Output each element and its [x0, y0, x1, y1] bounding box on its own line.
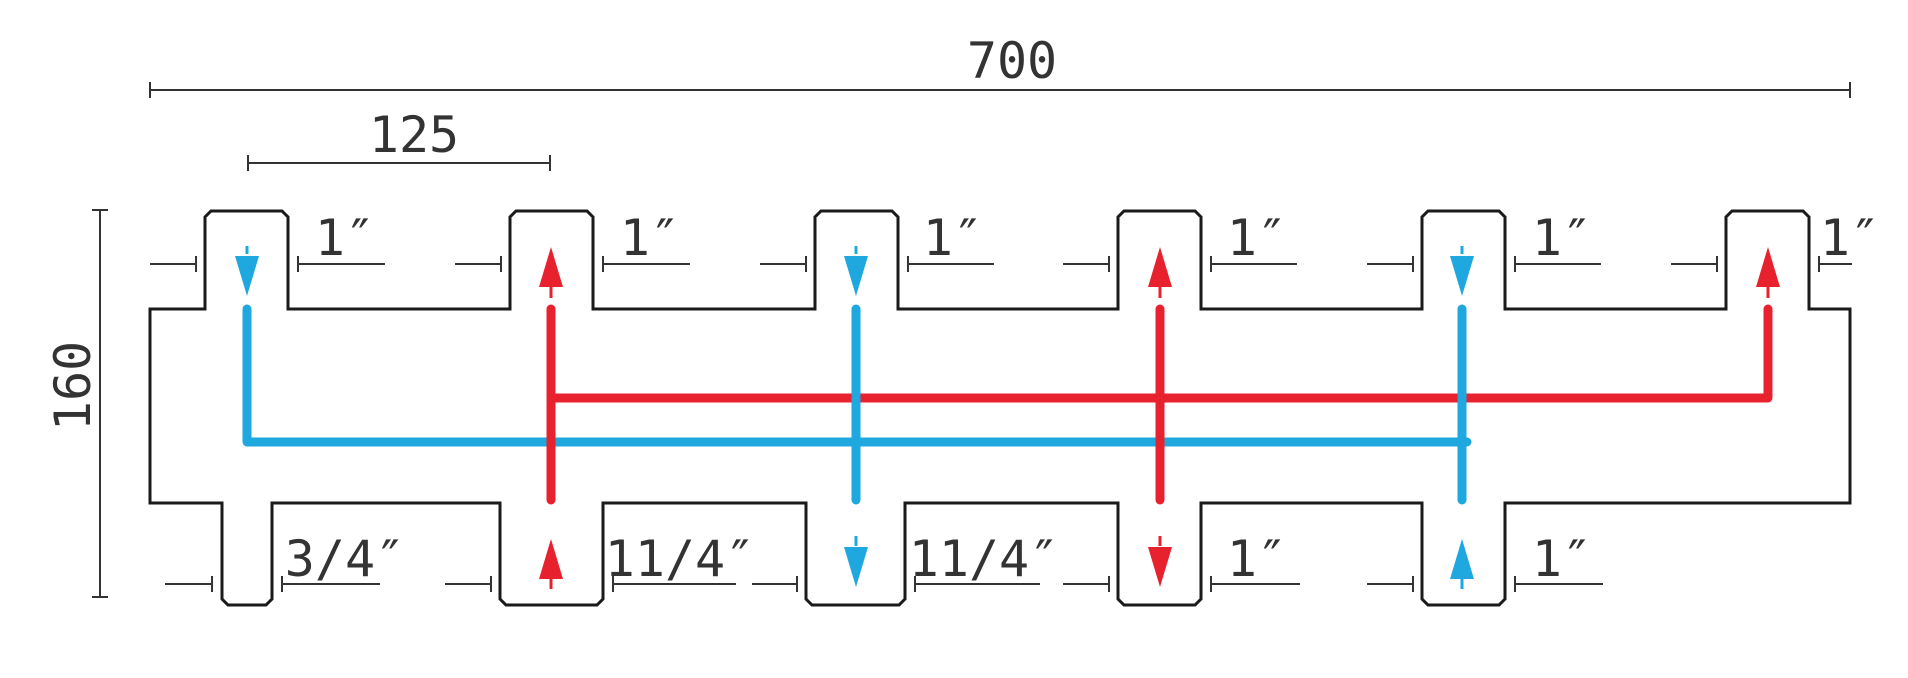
arrow-down-icon	[1450, 246, 1474, 296]
bottom-port-size-label: 1″	[1532, 530, 1592, 588]
bottom-port-size-label: 3/4″	[285, 530, 405, 588]
top-port-size-label: 1″	[1820, 209, 1880, 267]
return-header-line	[242, 304, 1472, 447]
bottom-port-size-label: 11/4″	[605, 530, 756, 588]
arrow-up-icon	[1756, 247, 1780, 298]
pitch-dimension: 125	[247, 106, 551, 171]
top-port-size-label: 1″	[923, 209, 983, 267]
top-port-size-label: 1″	[620, 209, 680, 267]
top-port-size-label: 1″	[1227, 209, 1287, 267]
height-label: 160	[44, 341, 102, 431]
arrow-down-icon	[844, 246, 868, 296]
internal-flow-lines	[242, 304, 1773, 505]
top-port-size-label: 1″	[1532, 209, 1592, 267]
arrow-up-icon	[539, 539, 563, 589]
bottom-port-size-label: 11/4″	[909, 530, 1060, 588]
overall-width-label: 700	[967, 32, 1057, 90]
bottom-port-arrows	[539, 536, 1474, 589]
arrow-down-icon	[235, 246, 259, 296]
arrow-up-icon	[1148, 247, 1172, 298]
height-dimension: 160	[44, 209, 108, 598]
arrow-up-icon	[539, 247, 563, 298]
arrow-down-icon	[1148, 536, 1172, 587]
overall-width-dimension: 700	[149, 32, 1851, 98]
arrow-down-icon	[844, 536, 868, 587]
top-port-size-label: 1″	[315, 209, 375, 267]
top-port-dimensions: 1″ 1″ 1″ 1″ 1″ 1″	[150, 209, 1880, 272]
bottom-port-dimensions: 3/4″ 11/4″ 11/4″ 1″ 1″	[165, 530, 1603, 592]
separator-body-outline	[148, 209, 1852, 607]
pitch-label: 125	[369, 106, 459, 164]
supply-header-line	[546, 304, 1773, 403]
top-port-arrows	[235, 246, 1780, 298]
bottom-port-size-label: 1″	[1227, 530, 1287, 588]
arrow-up-icon	[1450, 539, 1474, 589]
